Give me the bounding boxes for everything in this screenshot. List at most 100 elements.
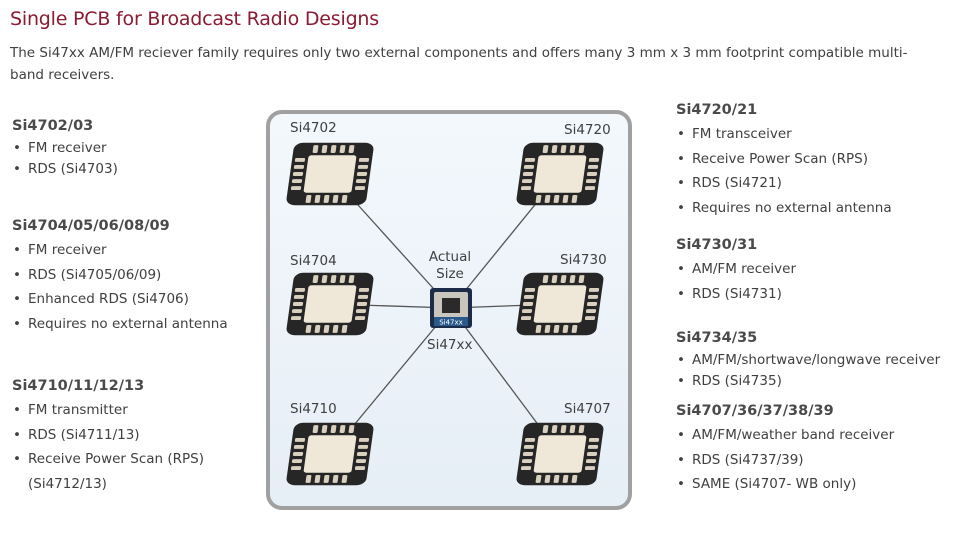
chip-die-pad xyxy=(533,435,587,473)
chip-pin xyxy=(571,475,578,483)
chip-pin xyxy=(290,316,302,320)
list-item-text: Receive Power Scan (RPS) xyxy=(28,451,204,467)
chip-pin xyxy=(544,195,551,203)
list-item: Requires no external antenna xyxy=(12,312,228,337)
list-item-continuation: (Si4712/13) xyxy=(28,475,107,492)
chip-group xyxy=(286,142,604,486)
chip-pin xyxy=(535,475,542,483)
chip-pin xyxy=(588,438,600,442)
chip-pin xyxy=(357,445,369,449)
chip-pin xyxy=(355,309,367,313)
spec-block-si4704: Si4704/05/06/08/09 FM receiver RDS (Si47… xyxy=(12,218,228,336)
chip-pin xyxy=(321,145,328,153)
chip-die-pad xyxy=(303,285,357,323)
chip-pin xyxy=(521,309,533,313)
chip-pin xyxy=(571,195,578,203)
page-title: Single PCB for Broadcast Radio Designs xyxy=(10,8,379,30)
chip-pin xyxy=(354,466,366,470)
chip-pin xyxy=(341,195,348,203)
chip-pin xyxy=(305,475,312,483)
chip-pin xyxy=(293,295,305,299)
spec-block-si4707: Si4707/36/37/38/39 AM/FM/weather band re… xyxy=(676,403,894,497)
chip-pin xyxy=(293,445,305,449)
chip-pin xyxy=(520,186,532,190)
chip-pin xyxy=(588,158,600,162)
chip-pin xyxy=(524,438,536,442)
chip-label-si4704: Si4704 xyxy=(290,253,337,269)
chip-pin xyxy=(332,325,339,333)
chip-pin xyxy=(357,295,369,299)
chip-pin xyxy=(585,309,597,313)
chip-pin xyxy=(312,275,319,283)
chip-pin xyxy=(588,288,600,292)
chip-pin xyxy=(560,275,567,283)
chip-pin xyxy=(330,425,337,433)
chip-label-si4720: Si4720 xyxy=(564,122,611,138)
chip-pin xyxy=(312,425,319,433)
chip-pin xyxy=(358,288,370,292)
chip-label-si4730: Si4730 xyxy=(560,252,607,268)
chip-pin xyxy=(323,195,330,203)
chip-pin xyxy=(321,275,328,283)
list-item: FM transceiver xyxy=(676,122,892,147)
chip-pin xyxy=(341,325,348,333)
actual-size-line2: Size xyxy=(436,266,464,282)
chip-pin xyxy=(341,475,348,483)
list-item: Enhanced RDS (Si4706) xyxy=(12,287,228,312)
chip-pin xyxy=(348,145,355,153)
block-title: Si4734/35 xyxy=(676,330,758,346)
chip-pin xyxy=(520,466,532,470)
chip-pin xyxy=(584,466,596,470)
chip-pin xyxy=(356,302,368,306)
chip-pin xyxy=(584,316,596,320)
block-title: Si4710/11/12/13 xyxy=(12,378,145,394)
chip-label-si4702: Si4702 xyxy=(290,120,337,136)
chip-pin xyxy=(553,325,560,333)
spec-block-si4734: Si4734/35 AM/FM/shortwave/longwave recei… xyxy=(676,330,940,392)
list-item: Receive Power Scan (RPS) (Si4712/13) xyxy=(12,447,204,496)
chip-pin xyxy=(312,145,319,153)
qfn-chip-tr xyxy=(516,142,604,206)
chip-pin xyxy=(354,316,366,320)
chip-pin xyxy=(521,179,533,183)
chip-pin xyxy=(291,179,303,183)
chip-pin xyxy=(542,145,549,153)
block-title: Si4707/36/37/38/39 xyxy=(676,403,834,419)
qfn-chip-br xyxy=(516,422,604,486)
center-chip-caption: Si47xx xyxy=(427,337,473,353)
list-item: FM transmitter xyxy=(12,398,204,423)
center-chip: Si47xx xyxy=(430,288,472,328)
list-item: RDS (Si4703) xyxy=(12,159,118,180)
chip-pin xyxy=(330,145,337,153)
center-chip-label-strip xyxy=(434,317,468,326)
chip-pin xyxy=(523,445,535,449)
chip-pin xyxy=(358,438,370,442)
chip-pin xyxy=(578,145,585,153)
spec-block-si4730: Si4730/31 AM/FM receiver RDS (Si4731) xyxy=(676,237,796,306)
chip-pin xyxy=(586,172,598,176)
chip-pin xyxy=(290,186,302,190)
list-item: AM/FM/weather band receiver xyxy=(676,423,894,448)
list-item: RDS (Si4711/13) xyxy=(12,423,204,448)
chip-pin xyxy=(348,425,355,433)
block-title: Si4730/31 xyxy=(676,237,758,253)
qfn-chip-bl xyxy=(286,422,374,486)
chip-pin xyxy=(535,195,542,203)
chip-pin xyxy=(357,165,369,169)
list-item: SAME (Si4707- WB only) xyxy=(676,472,894,497)
chip-pin xyxy=(356,452,368,456)
chip-pin xyxy=(314,325,321,333)
chip-pin xyxy=(562,325,569,333)
chip-pin xyxy=(569,275,576,283)
chip-pin xyxy=(294,158,306,162)
chip-pin xyxy=(323,475,330,483)
list-item: AM/FM/shortwave/longwave receiver xyxy=(676,350,940,371)
chip-pin xyxy=(551,145,558,153)
chip-pin xyxy=(356,172,368,176)
chip-pin xyxy=(314,195,321,203)
chip-pin xyxy=(571,325,578,333)
chip-pin xyxy=(332,475,339,483)
block-title: Si4702/03 xyxy=(12,118,94,134)
actual-size-line1: Actual xyxy=(428,249,472,265)
chip-pin xyxy=(355,459,367,463)
